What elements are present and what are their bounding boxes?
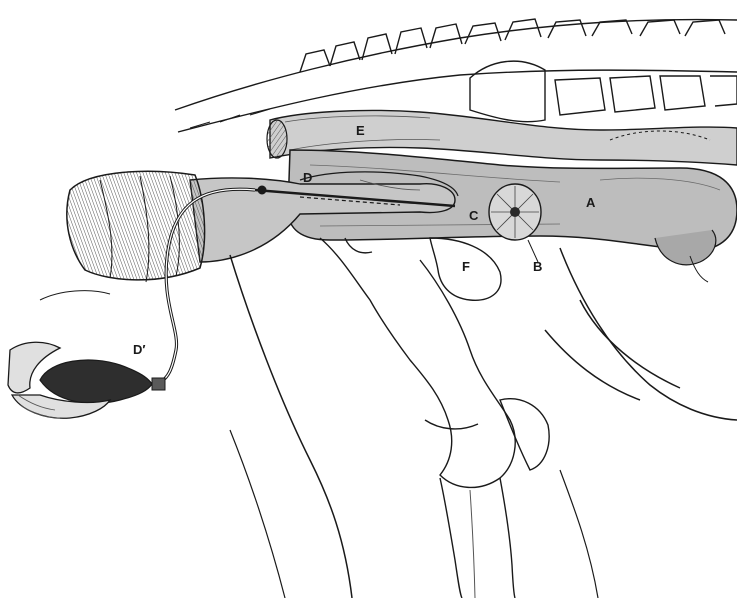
pelvis-and-leg-bones [320,238,549,598]
label-a: A [586,196,595,209]
opening-c [489,184,541,262]
label-e: E [356,124,365,137]
label-c: C [469,209,478,222]
label-b: B [533,260,542,273]
label-f: F [462,260,470,273]
label-d: D [303,171,312,184]
label-d-prime: D′ [133,343,146,356]
body-outline [230,248,737,598]
